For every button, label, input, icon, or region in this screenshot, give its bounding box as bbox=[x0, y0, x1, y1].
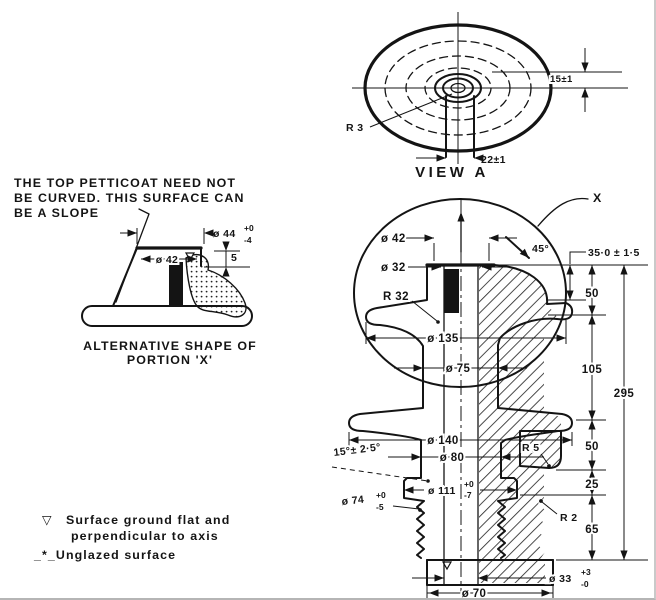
note-line-2: BE CURVED. THIS SURFACE CAN bbox=[14, 191, 245, 205]
base-flange bbox=[81, 305, 253, 327]
alt-caption-2: PORTION 'X' bbox=[127, 353, 213, 367]
dim-tol-111-bottom: -7 bbox=[464, 490, 472, 500]
dim-label-5: 5 bbox=[231, 252, 237, 264]
main-section-view: X ø 42 ø 32 R 32 45° 35·0 ± 1·5 bbox=[331, 191, 648, 600]
note-line-1: THE TOP PETTICOAT NEED NOT bbox=[14, 176, 236, 190]
dim-label-r2: R 2 bbox=[560, 512, 578, 524]
dim-label-111: ø 111 bbox=[428, 485, 456, 497]
x-leader bbox=[537, 197, 589, 227]
right-profile bbox=[493, 264, 574, 559]
dim-label-r32: R 32 bbox=[383, 291, 409, 303]
dim-label-25: 25 bbox=[585, 479, 599, 491]
dim-label-15deg: 15°± 2·5° bbox=[333, 441, 382, 459]
dim-label-42: ø 42 bbox=[381, 233, 406, 245]
dim-label-65: 65 bbox=[585, 524, 599, 536]
dim-label-295: 295 bbox=[614, 388, 635, 400]
legend-line-3: _*_Unglazed surface bbox=[33, 548, 176, 562]
slope-surface bbox=[112, 247, 138, 307]
cap-recess bbox=[519, 430, 562, 469]
dim-label-15: 15±1 bbox=[550, 74, 573, 85]
dim-label-22: 22±1 bbox=[481, 154, 506, 166]
label-x: X bbox=[593, 191, 602, 205]
pin-section bbox=[169, 262, 183, 306]
view-a: 22±1 15±1 R 3 VIEW A bbox=[346, 12, 628, 181]
dim-label-74: ø 74 bbox=[341, 494, 365, 508]
dim-tol-44-bottom: -4 bbox=[244, 235, 252, 245]
dim-tol-33-top: +3 bbox=[581, 567, 591, 577]
dim-label-45: 45° bbox=[532, 243, 549, 255]
dim-tol-33-bottom: -0 bbox=[581, 579, 589, 589]
left-profile bbox=[348, 264, 428, 559]
dim-label-50b: 50 bbox=[585, 441, 599, 453]
dim-label-140: ø 140 bbox=[427, 435, 458, 447]
note-block: THE TOP PETTICOAT NEED NOT BE CURVED. TH… bbox=[14, 176, 245, 303]
ground-symbol-icon bbox=[441, 561, 453, 571]
dim-label-105: 105 bbox=[582, 364, 603, 376]
cement-bar bbox=[444, 269, 459, 313]
dim-label-70: ø 70 bbox=[462, 588, 487, 600]
hatch-section bbox=[479, 266, 561, 583]
caption-view-a: VIEW A bbox=[415, 164, 489, 181]
detail-circle bbox=[353, 198, 567, 388]
alt-caption-1: ALTERNATIVE SHAPE OF bbox=[83, 339, 257, 353]
legend-line-1: Surface ground flat and bbox=[66, 513, 230, 527]
dim-label-r3: R 3 bbox=[346, 122, 364, 134]
alt-shape: ø 44 +0 -4 ø 42 5 ALTERNATIVE SHAPE OF P… bbox=[81, 223, 257, 367]
dim-tol-74-top: +0 bbox=[376, 490, 386, 500]
dim-label-32: ø 32 bbox=[381, 262, 406, 274]
dim-tol-44-top: +0 bbox=[244, 223, 254, 233]
dim-label-35: 35·0 ± 1·5 bbox=[588, 247, 640, 259]
legend-line-2: perpendicular to axis bbox=[71, 529, 219, 543]
dim-tol-74-bottom: -5 bbox=[376, 502, 384, 512]
dim-label-33: ø 33 bbox=[549, 573, 572, 585]
legend: ▽ Surface ground flat and perpendicular … bbox=[33, 513, 230, 562]
dim-label-135: ø 135 bbox=[427, 333, 459, 345]
ground-symbol-icon: ▽ bbox=[42, 513, 53, 527]
dim-label-r5: R 5 bbox=[522, 442, 540, 454]
dim-label-80: ø 80 bbox=[440, 452, 465, 464]
dim-label-44: ø 44 bbox=[213, 228, 236, 240]
note-line-3: BE A SLOPE bbox=[14, 206, 99, 220]
dim-tol-111-top: +0 bbox=[464, 479, 474, 489]
dim-label-42-alt: ø 42 bbox=[156, 254, 179, 266]
dim-label-50a: 50 bbox=[585, 288, 599, 300]
dim-label-75: ø 75 bbox=[446, 363, 471, 375]
